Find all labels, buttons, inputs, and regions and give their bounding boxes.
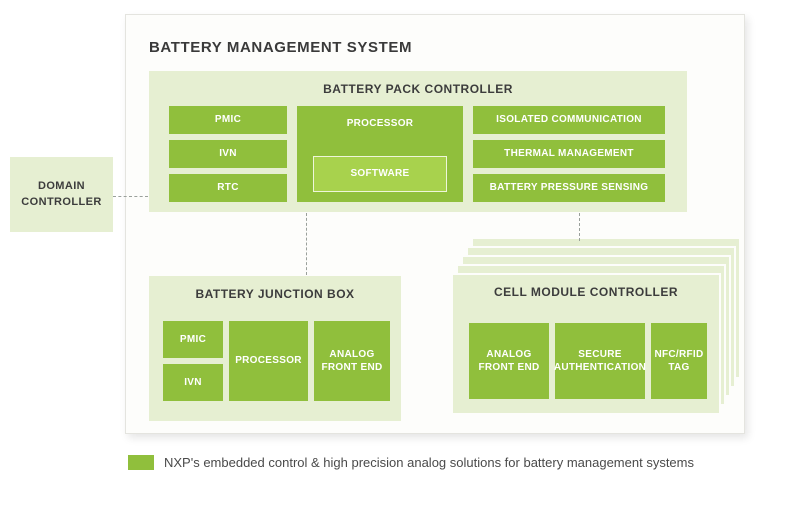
block-battery-pressure-sensing: BATTERY PRESSURE SENSING: [473, 174, 665, 202]
block-bjb-processor: PROCESSOR: [229, 321, 308, 401]
battery-junction-box-title: BATTERY JUNCTION BOX: [195, 287, 355, 301]
cell-module-controller-panel: CELL MODULE CONTROLLER ANALOG FRONT END …: [451, 273, 721, 415]
block-ivn: IVN: [169, 140, 287, 168]
connector-domain-dashed: [113, 196, 148, 197]
battery-management-system-panel: BATTERY MANAGEMENT SYSTEM BATTERY PACK C…: [125, 14, 745, 434]
battery-pack-controller-title: BATTERY PACK CONTROLLER: [323, 82, 513, 96]
processor-label: PROCESSOR: [346, 118, 414, 129]
legend-green-swatch: [128, 455, 154, 470]
diagram-title: BATTERY MANAGEMENT SYSTEM: [149, 39, 413, 56]
connector-pack-to-cell-module-dashed: [579, 213, 580, 241]
block-bjb-ivn: IVN: [163, 364, 223, 401]
battery-junction-box-panel: BATTERY JUNCTION BOX PMIC IVN PROCESSOR …: [149, 276, 401, 421]
block-rtc: RTC: [169, 174, 287, 202]
block-bjb-pmic: PMIC: [163, 321, 223, 358]
block-cmc-secure-authentication: SECURE AUTHENTICATION: [554, 323, 646, 399]
block-isolated-communication: ISOLATED COMMUNICATION: [473, 106, 665, 134]
block-thermal-management: THERMAL MANAGEMENT: [473, 140, 665, 168]
block-cmc-nfc-rfid-tag: NFC/RFID TAG: [651, 323, 707, 399]
cell-module-controller-title: CELL MODULE CONTROLLER: [493, 285, 679, 299]
connector-pack-to-junction-dashed: [306, 213, 307, 275]
legend-text: NXP's embedded control & high precision …: [164, 455, 694, 470]
block-cmc-analog-front-end: ANALOG FRONT END: [469, 323, 549, 399]
domain-controller-box: DOMAIN CONTROLLER: [10, 157, 113, 232]
block-bjb-analog-front-end: ANALOG FRONT END: [314, 321, 390, 401]
domain-controller-label: DOMAIN CONTROLLER: [21, 180, 102, 208]
block-pmic: PMIC: [169, 106, 287, 134]
legend: NXP's embedded control & high precision …: [128, 455, 694, 470]
block-software: SOFTWARE: [313, 156, 447, 192]
battery-pack-controller-panel: BATTERY PACK CONTROLLER PMIC IVN RTC PRO…: [149, 71, 687, 212]
